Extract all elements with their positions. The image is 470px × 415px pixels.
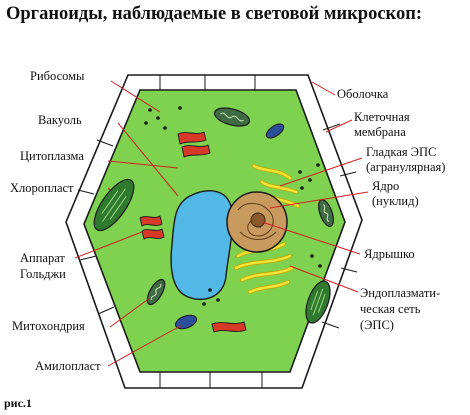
label-membrane-line2: мембрана bbox=[354, 125, 406, 139]
label-er-line2: ческая сеть bbox=[360, 302, 421, 316]
label-er-line1: Эндоплазмати- bbox=[360, 286, 440, 300]
nucleus bbox=[226, 191, 288, 253]
label-chloroplast: Хлоропласт bbox=[10, 181, 74, 195]
label-cytoplasm: Цитоплазма bbox=[20, 149, 84, 163]
label-mitochondria: Митохондрия bbox=[12, 319, 85, 333]
label-vacuole: Вакуоль bbox=[38, 113, 82, 127]
label-shell: Оболочка bbox=[337, 87, 389, 101]
label-er-line3: (ЭПС) bbox=[360, 318, 394, 332]
label-nucleus-line2: (нуклид) bbox=[372, 194, 419, 208]
mitochondria bbox=[146, 107, 334, 306]
leader-lines bbox=[74, 80, 369, 367]
label-smooth-er-line2: (агранулярная) bbox=[366, 160, 445, 174]
chloroplasts bbox=[93, 178, 331, 324]
golgi-apparatus bbox=[139, 131, 247, 333]
label-golgi-line1: Аппарат bbox=[20, 251, 65, 265]
label-golgi-line2: Гольджи bbox=[20, 267, 66, 281]
label-ribosomes: Рибосомы bbox=[30, 69, 85, 83]
label-nucleus-line1: Ядро bbox=[372, 179, 399, 193]
vacuole bbox=[170, 190, 234, 301]
wall-pores bbox=[77, 75, 358, 388]
nucleolus bbox=[250, 212, 266, 228]
ribosomes bbox=[144, 106, 322, 306]
label-nucleolus: Ядрышко bbox=[364, 247, 415, 261]
label-membrane-line1: Клеточная bbox=[354, 110, 410, 124]
label-smooth-er-line1: Гладкая ЭПС bbox=[366, 145, 436, 159]
diagram-title: Органоиды, наблюдаемые в световой микрос… bbox=[6, 4, 423, 24]
label-amyloplast: Амилопласт bbox=[35, 359, 101, 373]
figure-caption: рис.1 bbox=[4, 396, 32, 410]
